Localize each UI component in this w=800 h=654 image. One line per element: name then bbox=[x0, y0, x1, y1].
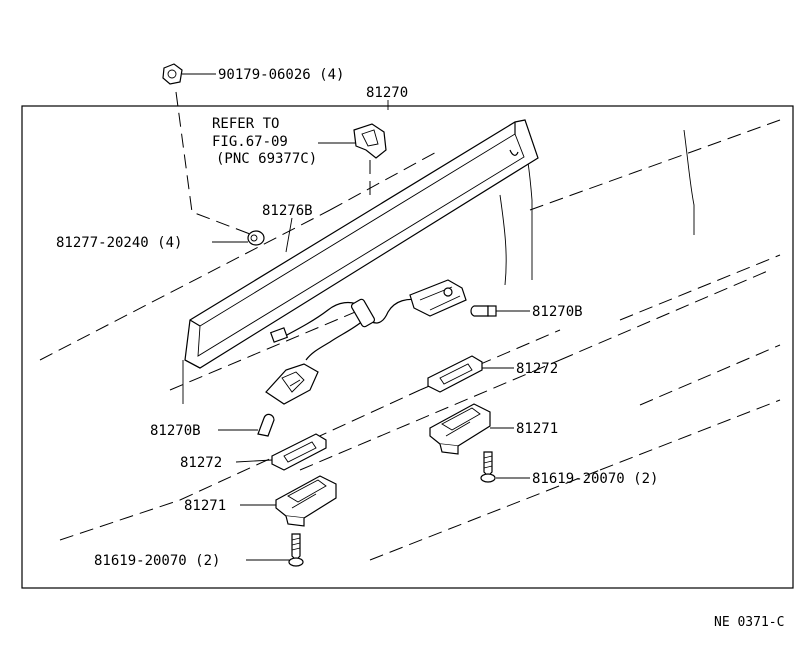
housing-left bbox=[275, 475, 337, 527]
screw-left bbox=[288, 533, 304, 567]
label-housing-left: 81271 bbox=[184, 498, 226, 514]
nut bbox=[162, 63, 183, 85]
screw-right bbox=[480, 451, 496, 483]
refer-clip bbox=[353, 123, 387, 159]
figure-code: NE 0371-C bbox=[714, 615, 784, 630]
label-nut: 90179-06026 (4) bbox=[218, 67, 344, 83]
left-socket bbox=[265, 363, 319, 405]
label-bulb-left: 81270B bbox=[150, 423, 201, 439]
label-refer-3: (PNC 69377C) bbox=[216, 151, 317, 167]
label-lens: 81276B bbox=[262, 203, 313, 219]
lamp-garnish bbox=[182, 119, 539, 372]
label-refer-1: REFER TO bbox=[212, 116, 279, 132]
housing-right bbox=[429, 403, 491, 455]
label-screw-right: 81619-20070 (2) bbox=[532, 471, 658, 487]
gasket-left bbox=[271, 433, 327, 471]
diagram-frame bbox=[21, 105, 794, 589]
bulb-left bbox=[257, 413, 275, 437]
leader-lines bbox=[182, 73, 530, 561]
label-gasket-right: 81272 bbox=[516, 361, 558, 377]
label-washer: 81277-20240 (4) bbox=[56, 235, 182, 251]
label-screw-left: 81619-20070 (2) bbox=[94, 553, 220, 569]
washer bbox=[247, 230, 265, 246]
wire-harness bbox=[269, 279, 467, 361]
label-gasket-left: 81272 bbox=[180, 455, 222, 471]
label-bulb-right: 81270B bbox=[532, 304, 583, 320]
label-housing-right: 81271 bbox=[516, 421, 558, 437]
label-refer-2: FIG.67-09 bbox=[212, 134, 288, 150]
assembly-guide-lines bbox=[175, 91, 371, 404]
label-assembly: 81270 bbox=[366, 85, 408, 101]
bulb-right bbox=[470, 305, 497, 317]
gasket-right bbox=[427, 355, 483, 393]
